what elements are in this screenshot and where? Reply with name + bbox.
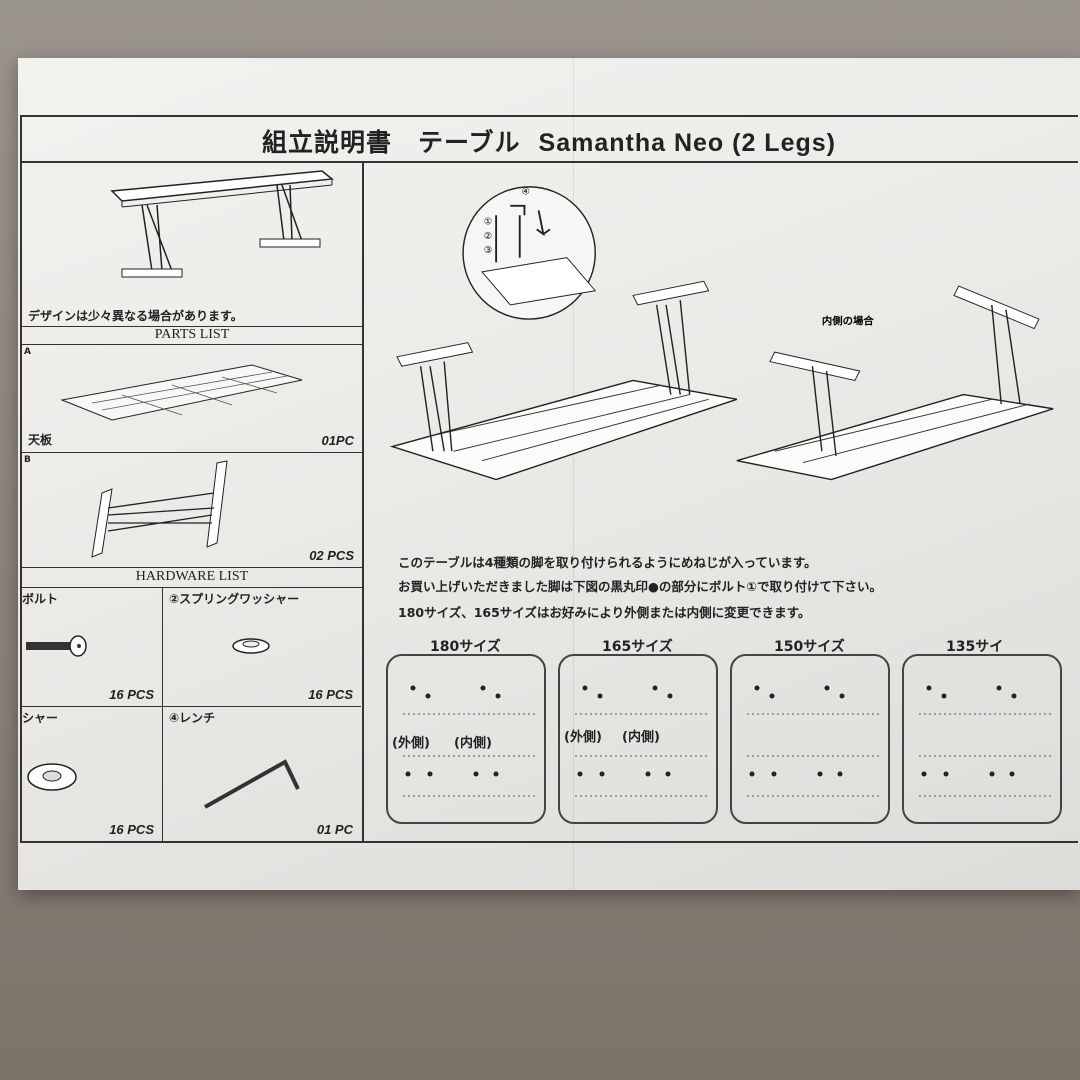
size-135-diagram: [902, 654, 1062, 824]
table-overview-illustration: [110, 170, 334, 278]
table-overview: デザインは少々異なる場合があります。: [22, 161, 362, 327]
title-jp: 組立説明書 テーブル: [262, 128, 521, 157]
size-165-label: 165サイズ: [602, 639, 673, 655]
size-180-label: 180サイズ: [430, 639, 501, 655]
part-a-qty: 01PC: [321, 433, 354, 448]
hole-dot: [754, 685, 760, 691]
hardware-bolt-name: ボルト: [22, 592, 59, 606]
hole-dot: [941, 693, 947, 699]
hardware-washer-name: シャー: [22, 711, 59, 725]
part-b-letter: B: [24, 455, 31, 465]
hole-dot: [599, 771, 605, 777]
svg-text:④: ④: [522, 186, 530, 197]
hole-dot: [749, 771, 755, 777]
hole-dot: [582, 685, 588, 691]
size-150-diagram: [730, 654, 890, 824]
size-135-label: 135サイ: [946, 639, 1004, 655]
title-en: Samantha Neo (2 Legs): [538, 129, 836, 157]
part-a-name: 天板: [28, 433, 53, 447]
note-line-1: このテーブルは4種類の脚を取り付けられるようにめねじが入っています。: [398, 555, 817, 570]
hole-dot: [652, 685, 658, 691]
hole-dot: [771, 771, 777, 777]
svg-text:①: ①: [484, 217, 492, 228]
size-180-diagram: (外側) (内側): [386, 654, 546, 824]
size-180-inner: (内側): [454, 736, 492, 751]
note-line-3: 180サイズ、165サイズはお好みにより外側または内側に変更できます。: [398, 605, 811, 620]
hole-dot: [1009, 771, 1015, 777]
instruction-sheet: 組立説明書 テーブル Samantha Neo (2 Legs) デザインは少々異…: [18, 58, 1080, 890]
hole-pattern: [403, 685, 538, 797]
svg-text:②: ②: [484, 231, 492, 242]
hardware-wrench-qty: 01 PC: [316, 822, 353, 837]
wrench-icon: [204, 759, 300, 809]
washer-icon: [27, 763, 77, 791]
hole-dot: [667, 693, 673, 699]
hole-dot: [837, 771, 843, 777]
hole-dot: [425, 693, 431, 699]
bolt-icon: [26, 635, 87, 657]
hardware-washer: シャー 16 PCS: [22, 707, 163, 841]
parts-column: デザインは少々異なる場合があります。 PARTS LIST A 天板 01PC …: [22, 161, 364, 841]
hole-dot: [921, 771, 927, 777]
inner-case-label: 内側の場合: [822, 315, 875, 328]
part-b: B 02 PCS: [22, 453, 362, 568]
size-165-diagram: (外側) (内側): [558, 654, 718, 824]
hole-dot: [996, 685, 1002, 691]
size-165-inner: (内側): [622, 730, 660, 745]
hole-dot: [989, 771, 995, 777]
hole-pattern: [575, 685, 710, 797]
hardware-wrench-name: ④レンチ: [169, 711, 216, 725]
hole-dot: [473, 771, 479, 777]
size-165-outer: (外側): [564, 730, 602, 745]
title-row: 組立説明書 テーブル Samantha Neo (2 Legs): [22, 117, 1078, 163]
part-b-qty: 02 PCS: [309, 548, 354, 563]
hardware-bolt-qty: 16 PCS: [109, 687, 154, 702]
hole-dot: [410, 685, 416, 691]
part-a: A 天板 01PC: [22, 345, 362, 453]
spring-washer-icon: [232, 638, 270, 654]
hardware-wrench: ④レンチ 01 PC: [163, 707, 361, 841]
hole-dot: [480, 685, 486, 691]
hole-dot: [1011, 693, 1017, 699]
leg-illustration: [91, 460, 228, 558]
document-frame: 組立説明書 テーブル Samantha Neo (2 Legs) デザインは少々異…: [20, 115, 1078, 843]
hardware-spring-washer: ②スプリングワッシャー 16 PCS: [163, 588, 361, 707]
assembly-diagram: ① ② ③ ④ 内側の場合: [389, 186, 1054, 481]
hardware-washer-qty: 16 PCS: [109, 822, 154, 837]
hole-dot: [597, 693, 603, 699]
hole-dot: [839, 693, 845, 699]
note-line-2: お買い上げいただきました脚は下図の黒丸印●の部分にボルト①で取り付けて下さい。: [398, 579, 882, 594]
hole-dot: [645, 771, 651, 777]
hole-pattern: [919, 685, 1054, 797]
hole-dot: [405, 771, 411, 777]
tabletop-illustration: [60, 364, 303, 421]
hole-dot: [926, 685, 932, 691]
hole-dot: [577, 771, 583, 777]
hardware-bolt: ボルト 16 PCS: [22, 588, 163, 707]
fold-line: [573, 58, 574, 890]
parts-list-header: PARTS LIST: [22, 326, 362, 345]
design-note: デザインは少々異なる場合があります。: [28, 309, 243, 323]
hole-dot: [665, 771, 671, 777]
part-a-letter: A: [24, 347, 31, 357]
hole-dot: [493, 771, 499, 777]
hole-dot: [817, 771, 823, 777]
hardware-spring-washer-name: ②スプリングワッシャー: [169, 592, 300, 606]
hardware-spring-washer-qty: 16 PCS: [308, 687, 353, 702]
size-150-label: 150サイズ: [774, 639, 845, 655]
page-title: 組立説明書 テーブル Samantha Neo (2 Legs): [262, 123, 836, 159]
svg-text:③: ③: [484, 245, 492, 256]
hole-dot: [495, 693, 501, 699]
hole-dot: [824, 685, 830, 691]
hole-pattern: [747, 685, 882, 797]
hole-dot: [769, 693, 775, 699]
hardware-list-header: HARDWARE LIST: [22, 568, 362, 588]
hole-dot: [943, 771, 949, 777]
hole-dot: [427, 771, 433, 777]
size-180-outer: (外側): [392, 736, 430, 751]
